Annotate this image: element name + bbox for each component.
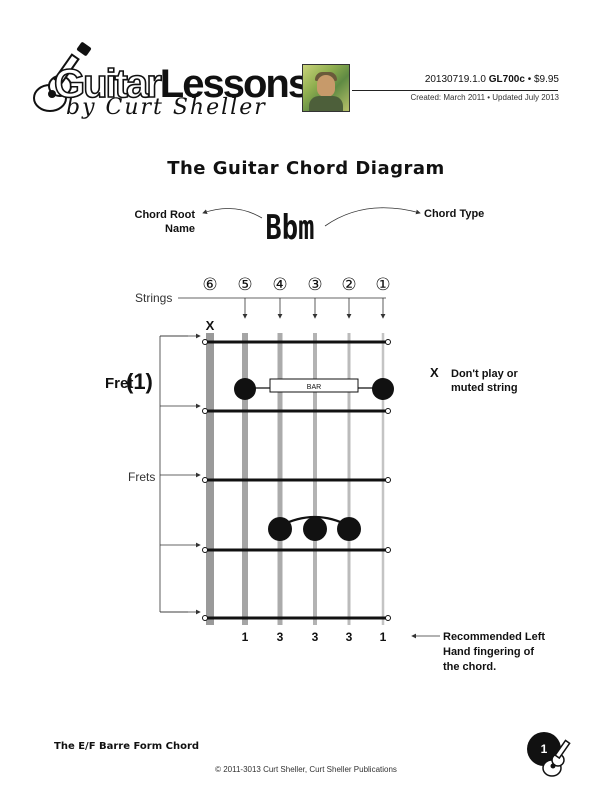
muted-string-marker: X [206, 318, 215, 333]
fingering-string-5: 1 [242, 630, 249, 644]
finger-dot-string-3 [303, 517, 327, 541]
string-6-number: ⑥ [202, 275, 217, 294]
chord-name: Bbm [265, 208, 315, 248]
root-callout-arrow [202, 208, 263, 219]
product-code: 20130719.1.0 GL700c • $9.95 [424, 74, 559, 85]
page-title: The Guitar Chord Diagram [167, 158, 445, 179]
string-5-number: ⑤ [237, 275, 252, 294]
page-number: 1 [540, 742, 548, 756]
fingering-string-1: 1 [380, 630, 387, 644]
fingering-row: 1 3 3 3 1 [242, 630, 387, 644]
fingering-string-3: 3 [312, 630, 319, 644]
string-1-number: ① [375, 275, 390, 294]
finger-dot-string-2 [337, 517, 361, 541]
frets-label: Frets [128, 470, 155, 484]
barre-box [269, 378, 359, 393]
logo-byline: by Curt Sheller [66, 95, 267, 120]
footer-guitar-icon [542, 739, 571, 777]
legend-muted-symbol: X [430, 365, 439, 380]
string-number-row: ⑥ ⑤ ④ ③ ② ① [202, 275, 390, 294]
fret-label: Fret [105, 375, 133, 392]
finger-dot-string-4 [268, 517, 292, 541]
frets-bracket [159, 333, 201, 615]
guitar-logo-icon [33, 42, 91, 112]
string-3-number: ③ [307, 275, 322, 294]
logo-wordmark: GuitarLessons [53, 62, 310, 106]
fingering-string-4: 3 [277, 630, 284, 644]
copyright: © 2011-3013 Curt Sheller, Curt Sheller P… [215, 765, 397, 774]
finger-dot-string-1 [372, 378, 394, 400]
strings-label: Strings [135, 291, 172, 305]
fret-lines [203, 340, 390, 620]
chord-type-label: Chord Type [424, 208, 485, 220]
string-2-number: ② [341, 275, 356, 294]
type-callout-arrow [324, 207, 421, 227]
header-divider [352, 90, 558, 91]
fingering-string-2: 3 [346, 630, 353, 644]
string-arrows [242, 298, 386, 319]
fret-number: (1) [126, 369, 153, 394]
barre-label: BAR [307, 384, 321, 391]
created-updated-dates: Created: March 2011 • Updated July 2013 [410, 93, 559, 102]
author-photo [302, 64, 350, 112]
string-4-number: ④ [272, 275, 287, 294]
finger-dot-string-5 [234, 378, 256, 400]
footer-section-title: The E/F Barre Form Chord [54, 741, 200, 752]
